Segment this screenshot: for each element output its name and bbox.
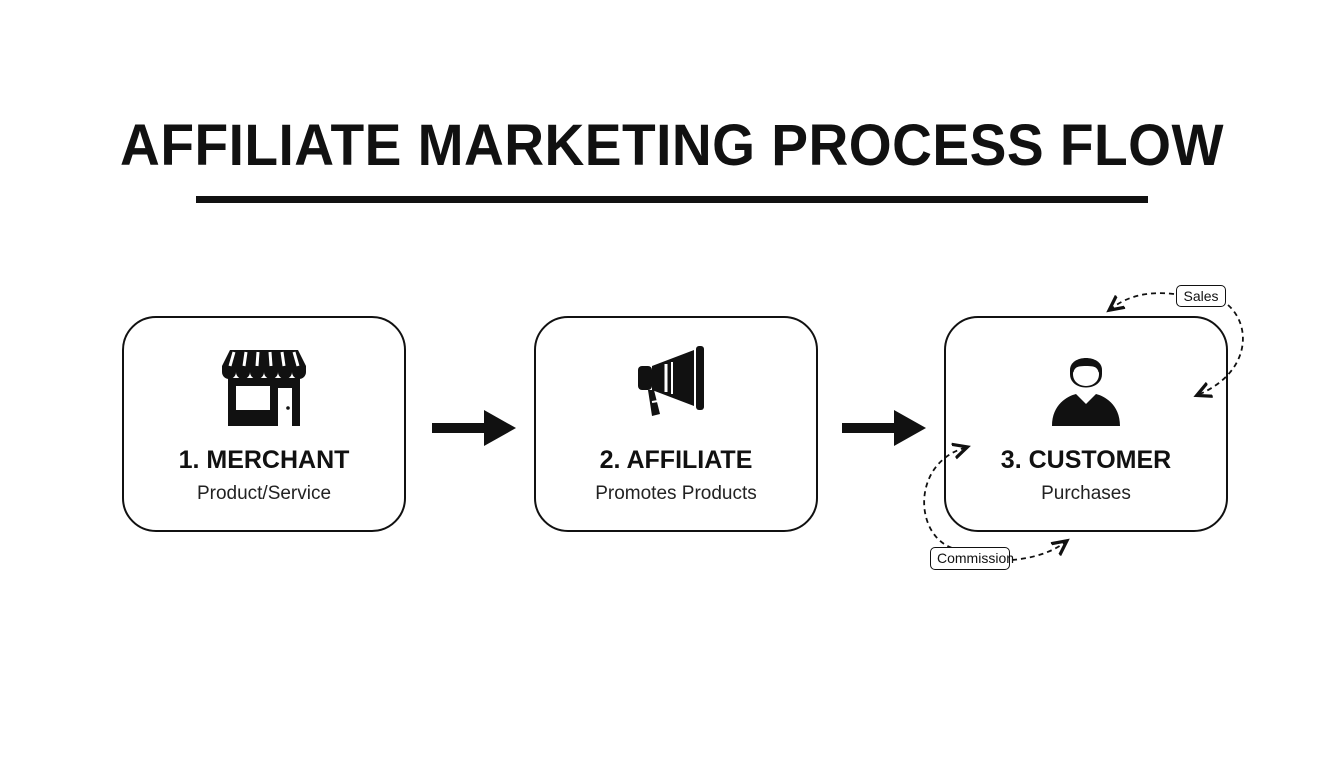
step-card-customer: 3. CUSTOMER Purchases [944, 316, 1228, 532]
page-title: AFFILIATE MARKETING PROCESS FLOW [120, 113, 1224, 178]
step-title: 3. CUSTOMER [1000, 446, 1172, 474]
right-arrow-icon [432, 408, 516, 448]
step-description: Promotes Products [595, 483, 757, 504]
step-description: Product/Service [196, 483, 332, 504]
sales-to-card-arrow [1112, 292, 1175, 308]
step-title: 2. AFFILIATE [599, 446, 753, 474]
sales-label: Sales [1176, 285, 1226, 307]
step-card-merchant: 1. MERCHANT Product/Service [122, 316, 406, 532]
title-underline [196, 196, 1148, 203]
user-icon [1038, 344, 1134, 428]
step-title: 1. MERCHANT [178, 446, 350, 474]
step-description: Purchases [1041, 483, 1131, 504]
step-card-affiliate: 2. AFFILIATE Promotes Products [534, 316, 818, 532]
commission-label: Commission [930, 547, 1014, 570]
storefront-icon [216, 344, 312, 428]
megaphone-icon [628, 344, 724, 428]
right-arrow-icon [842, 408, 926, 448]
commission-to-card-arrow [1011, 543, 1064, 561]
